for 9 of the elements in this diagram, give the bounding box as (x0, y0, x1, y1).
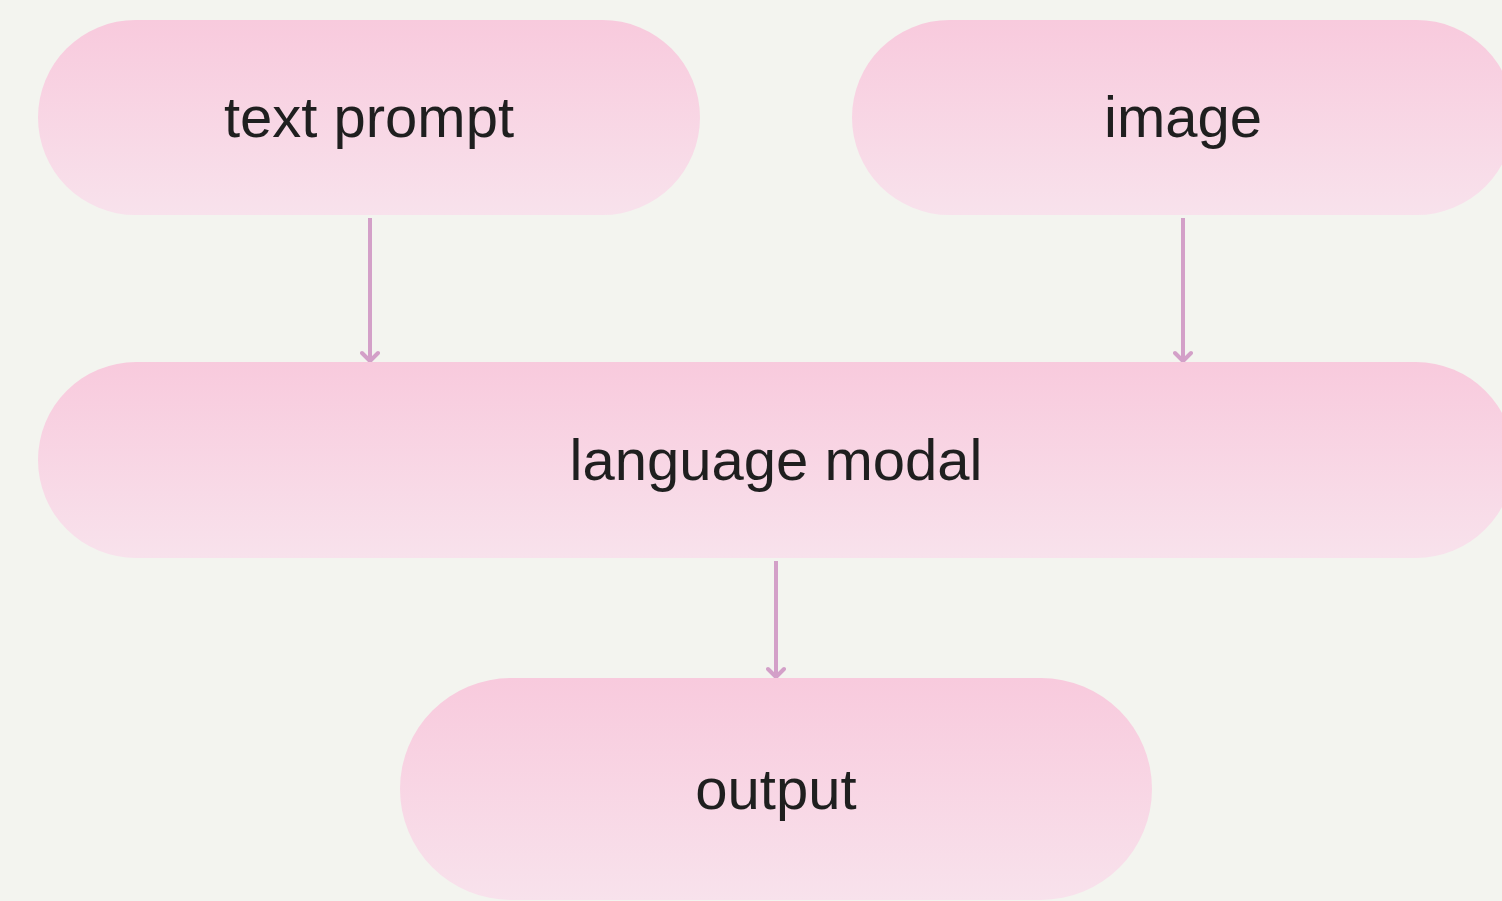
arrow (766, 561, 786, 679)
node-label: language modal (569, 425, 983, 494)
pill-node (38, 362, 1502, 558)
arrow (1173, 218, 1193, 363)
node-label: text prompt (223, 83, 515, 152)
node-label: image (1104, 83, 1262, 152)
arrow (360, 218, 380, 363)
node-label: output (695, 754, 857, 823)
pill-node (852, 20, 1502, 215)
